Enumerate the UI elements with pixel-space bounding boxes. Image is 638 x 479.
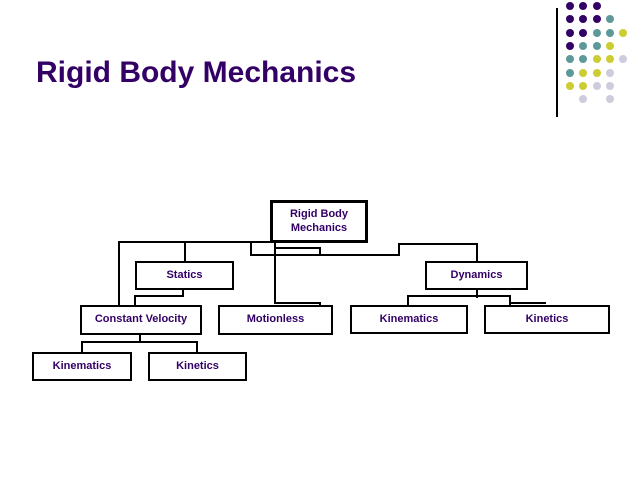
connector-segment	[509, 302, 546, 304]
node-constant-velocity: Constant Velocity	[80, 305, 202, 335]
node-label: Kinetics	[525, 312, 569, 325]
deco-dot	[579, 68, 588, 77]
connector-segment	[196, 341, 198, 353]
deco-dot	[579, 15, 588, 24]
deco-dot	[605, 68, 614, 77]
deco-dot	[579, 28, 588, 37]
connector-segment	[398, 243, 478, 245]
deco-dot	[605, 41, 614, 50]
slide-title: Rigid Body Mechanics	[36, 56, 357, 89]
deco-dot	[605, 95, 614, 104]
connector-segment	[398, 243, 400, 256]
connector-segment	[250, 241, 252, 256]
deco-dot	[566, 55, 574, 64]
node-motionless: Motionless	[218, 305, 333, 335]
deco-dot	[566, 15, 574, 24]
deco-dot	[579, 2, 588, 10]
connector-segment	[407, 295, 409, 307]
deco-dot	[592, 81, 601, 90]
node-label: Constant Velocity	[94, 313, 188, 326]
connector-segment	[250, 254, 400, 256]
node-label: Kinematics	[379, 312, 439, 325]
deco-dot	[579, 95, 588, 104]
connector-segment	[407, 295, 511, 297]
deco-dot	[579, 41, 588, 50]
node-kinematics-right: Kinematics	[350, 305, 468, 334]
deco-dot	[605, 28, 614, 37]
deco-dot	[605, 15, 614, 24]
connector-segment	[134, 295, 136, 307]
deco-dot	[605, 81, 614, 90]
connector-segment	[274, 247, 320, 249]
connector-segment	[319, 302, 321, 307]
decorative-vertical-line	[556, 8, 558, 117]
node-kinetics-left: Kinetics	[148, 352, 247, 381]
connector-segment	[81, 341, 198, 343]
connector-segment	[274, 243, 276, 304]
deco-dot	[592, 28, 601, 37]
connector-segment	[139, 335, 141, 343]
deco-dot	[619, 28, 628, 37]
deco-dot	[592, 55, 601, 64]
deco-dot	[579, 81, 588, 90]
connector-segment	[319, 247, 321, 256]
deco-dot	[566, 28, 574, 37]
node-label: Dynamics	[450, 268, 503, 281]
node-label: Kinematics	[52, 359, 112, 372]
deco-dot	[566, 2, 574, 10]
connector-segment	[509, 295, 511, 307]
node-label: Motionless	[246, 313, 305, 326]
connector-segment	[81, 341, 83, 353]
deco-dot	[605, 55, 614, 64]
deco-dot	[592, 2, 601, 10]
connector-segment	[134, 295, 184, 297]
node-dynamics: Dynamics	[425, 261, 528, 290]
node-label: Statics	[166, 268, 203, 281]
node-rigid-body-mechanics: Rigid Body Mechanics	[270, 200, 368, 243]
deco-dot	[592, 15, 601, 24]
node-statics: Statics	[135, 261, 234, 290]
connector-segment	[476, 243, 478, 262]
node-label: Kinetics	[176, 359, 219, 372]
connector-segment	[184, 241, 186, 261]
connector-segment	[476, 290, 478, 298]
deco-dot	[566, 81, 574, 90]
deco-dot	[566, 68, 574, 77]
deco-dot	[592, 68, 601, 77]
connector-segment	[118, 241, 270, 243]
connector-segment	[118, 241, 120, 306]
deco-dot	[566, 41, 574, 50]
connector-segment	[274, 302, 321, 304]
deco-dot	[619, 55, 628, 64]
node-kinetics-right: Kinetics	[484, 305, 610, 334]
node-label: Rigid Body Mechanics	[289, 207, 349, 234]
deco-dot	[579, 55, 588, 64]
deco-dot	[592, 41, 601, 50]
node-kinematics-left: Kinematics	[32, 352, 132, 381]
connector-segment	[182, 290, 184, 297]
